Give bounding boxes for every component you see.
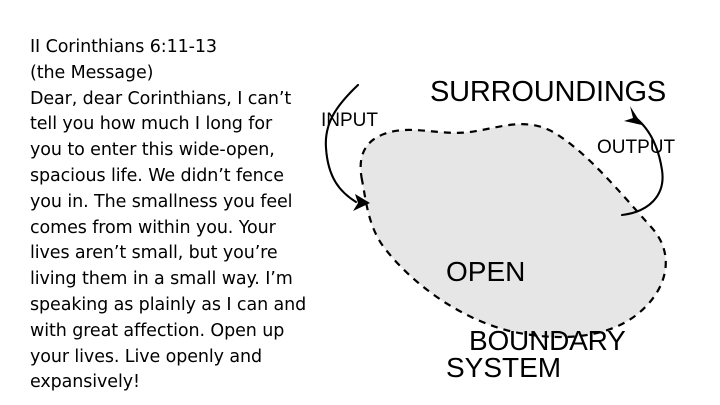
scripture-line: lives aren’t small, but you’re [30, 243, 278, 264]
label-surroundings: SURROUNDINGS [430, 76, 667, 108]
input-arrowhead [353, 194, 370, 211]
scripture-line: Dear, dear Corinthians, I can’t [30, 88, 292, 109]
label-open-system-line2: SYSTEM [446, 352, 562, 383]
open-system-blob [359, 123, 667, 339]
scripture-line: you in. The smallness you feel [30, 191, 293, 212]
scripture-line: expansively! [30, 372, 140, 393]
scripture-line: speaking as plainly as I can and [30, 294, 307, 315]
scripture-line: your lives. Live openly and [30, 346, 262, 367]
scripture-text-block: II Corinthians 6:11-13 (the Message) Dea… [30, 35, 307, 396]
scripture-line: living them in a small way. I’m [30, 269, 293, 290]
input-arrow-curve [324, 83, 360, 204]
scripture-line: II Corinthians 6:11-13 [30, 37, 217, 57]
open-system-diagram [300, 60, 720, 370]
label-output: OUTPUT [597, 137, 676, 158]
output-arrowhead [624, 106, 642, 125]
scripture-line: you to enter this wide-open, [30, 140, 275, 161]
scripture-line: comes from within you. Your [30, 217, 276, 238]
label-boundary: BOUNDARY [469, 325, 626, 356]
scripture-line: spacious life. We didn’t fence [30, 165, 284, 186]
scripture-line: (the Message) [30, 62, 154, 83]
scripture-line: with great affection. Open up [30, 320, 285, 341]
output-arrow-curve [620, 116, 664, 217]
label-open-system-line1: OPEN [446, 256, 526, 287]
label-open-system: OPEN SYSTEM [446, 192, 561, 405]
scripture-line: tell you how much I long for [30, 114, 273, 135]
label-input: INPUT [321, 110, 378, 131]
